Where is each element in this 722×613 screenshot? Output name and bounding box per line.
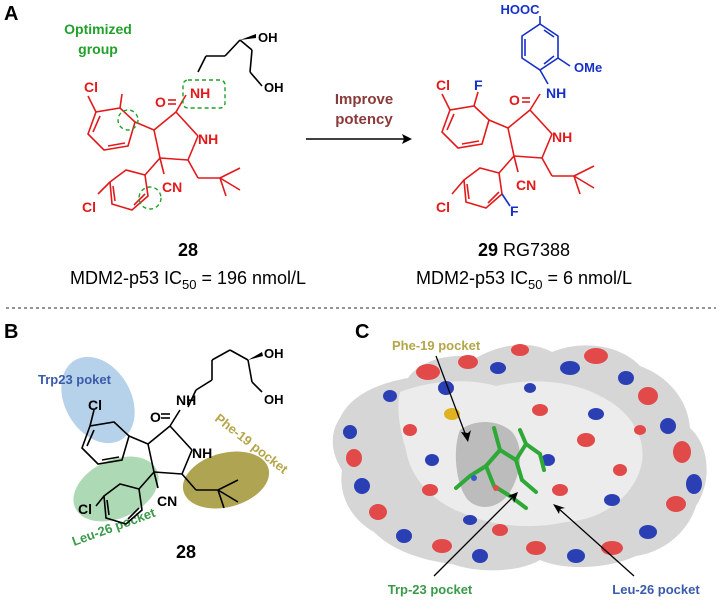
ring-nh: NH [198,131,218,147]
leu26-arrow [553,504,635,577]
trp23-label-c: Trp-23 pocket [388,582,473,597]
activity-subscript: 50 [528,277,542,292]
compound-29-structure: HOOC OMe NH [436,2,602,219]
oh-group: OH [264,346,284,361]
chlorine-atom: Cl [88,397,102,413]
oh-group: OH [264,80,284,95]
carboxyl-group: HOOC [501,2,541,17]
ring-nh: NH [192,445,212,461]
fluorine-atom: F [474,77,483,93]
chlorine-atom: Cl [84,79,98,95]
chlorine-atom: Cl [82,199,96,215]
optimized-group-label-2: group [78,41,118,57]
panel-c-label: C [355,321,369,343]
panel-b-compound-number: 28 [176,542,196,562]
leu26-pocket-ellipse [73,456,159,522]
trp23-arrow [433,492,518,577]
improve-label: Improve [335,91,393,108]
oxygen-atom: O [155,94,166,110]
leu26-label-c: Leu-26 pocket [612,582,700,597]
improve-arrow [306,134,412,144]
activity-prefix: MDM2-p53 IC [416,268,528,288]
compound-29-label: 29 RG7388 [478,240,570,260]
optimized-group-label: Optimized [64,21,132,37]
oh-group: OH [258,30,278,45]
activity-subscript: 50 [182,277,196,292]
oh-group: OH [264,392,284,407]
oxygen-atom: O [509,92,520,108]
potency-label: potency [335,111,393,128]
compound-29-activity: MDM2-p53 IC50 = 6 nmol/L [416,268,632,292]
phe19-arrow [435,355,471,442]
chlorine-atom: Cl [436,77,450,93]
amide-nh: NH [176,392,196,408]
activity-value: = 6 nmol/L [542,268,632,288]
chlorine-atom: Cl [436,199,450,215]
fluorine-atom: F [510,203,519,219]
trp23-pocket-ellipse [61,356,135,444]
chlorine-atom: Cl [78,501,92,517]
panel-b-label: B [4,321,18,343]
trp23-pocket-label: Trp23 poket [38,372,112,387]
compound-29-number: 29 [478,240,498,260]
nitrile-group: CN [516,177,536,193]
compound-28-activity: MDM2-p53 IC50 = 196 nmol/L [70,268,306,292]
oxygen-atom: O [150,409,161,425]
compound-28-pocket-structure [81,349,263,525]
nitrile-group: CN [157,493,177,509]
methoxy-group: OMe [574,60,602,75]
activity-value: = 196 nmol/L [196,268,306,288]
activity-prefix: MDM2-p53 IC [70,268,182,288]
compound-28-structure: OH OH [82,30,284,215]
amide-nh: NH [546,85,566,101]
compound-29-name: RG7388 [498,240,570,260]
phe19-pocket-ellipse [182,451,270,509]
ring-nh: NH [552,129,572,145]
amide-nh: NH [190,85,210,101]
compound-28-number: 28 [178,240,198,260]
nitrile-group: CN [162,179,182,195]
panel-a-label: A [4,3,18,25]
phe19-label-c: Phe-19 pocket [392,338,481,353]
